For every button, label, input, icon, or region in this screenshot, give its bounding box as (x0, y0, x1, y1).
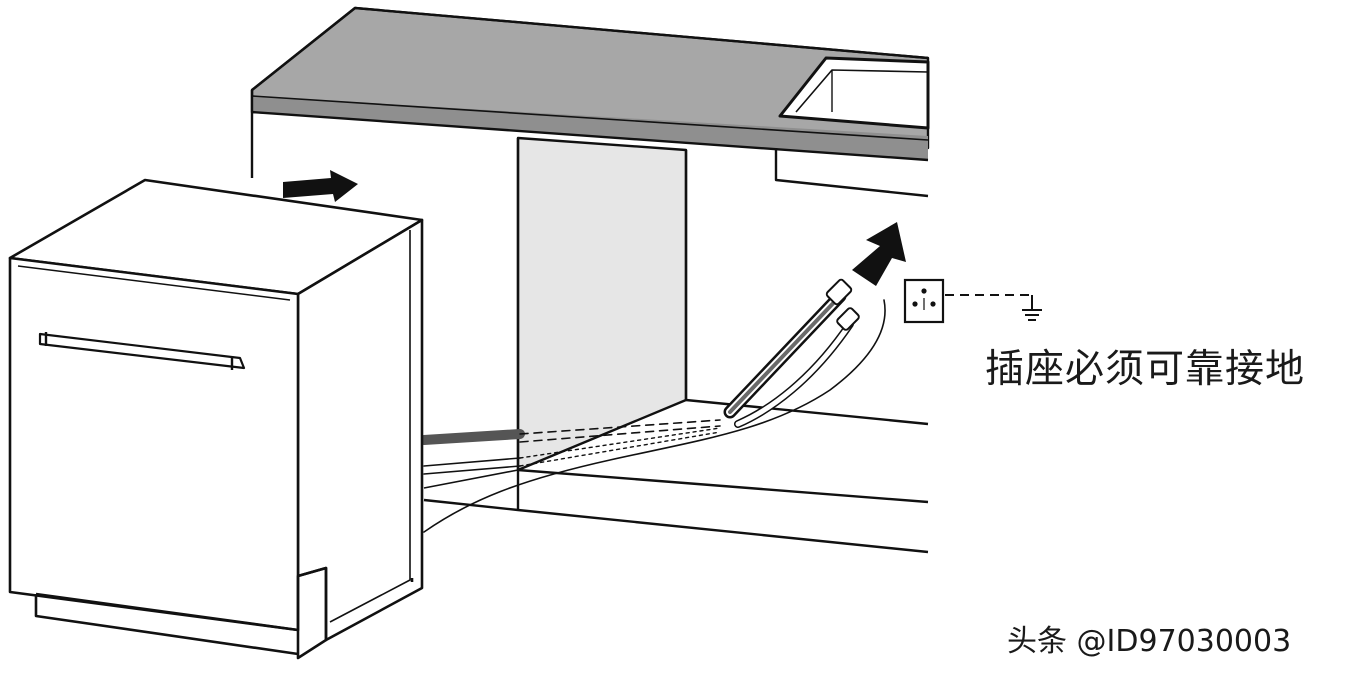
watermark: 头条 @ID97030003 (1007, 624, 1292, 659)
arrow-icon (283, 170, 358, 202)
countertop-edge (252, 96, 928, 160)
kitchen-cabinet (250, 6, 930, 554)
push-arrow (283, 170, 358, 202)
hose-arrow (852, 222, 906, 286)
hoses (419, 278, 886, 533)
drain-hose (419, 429, 525, 445)
dishwasher-door (8, 256, 300, 632)
dishwasher-kickplate (34, 566, 328, 660)
dishwasher-side (296, 218, 424, 642)
cabinet-gap (516, 136, 688, 472)
sink (778, 56, 930, 130)
dishwasher-handle (38, 332, 246, 370)
grounding-caption: 插座必须可靠接地 (985, 347, 1306, 392)
dishwasher (8, 178, 424, 660)
ground-icon (945, 294, 1042, 321)
socket (903, 278, 945, 324)
arrow-icon (852, 222, 906, 286)
